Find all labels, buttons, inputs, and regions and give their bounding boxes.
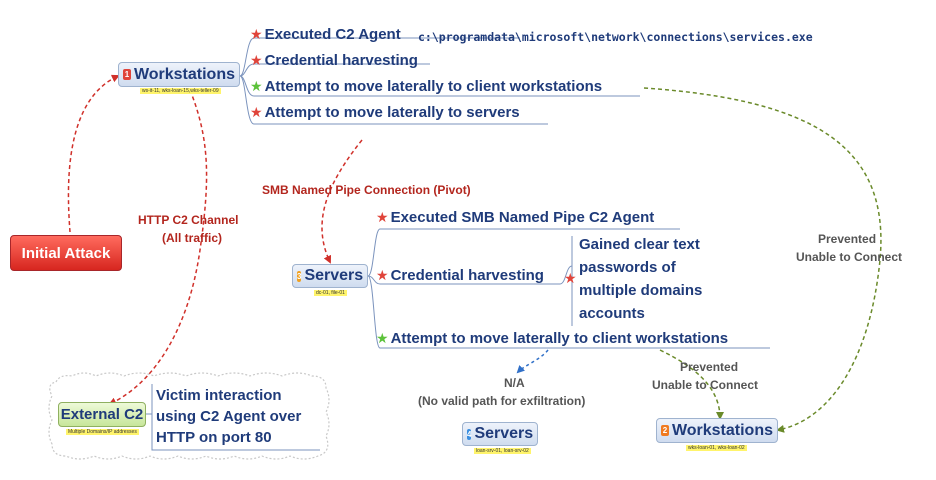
srv-item-credential-text: Credential harvesting — [390, 267, 544, 284]
red-star-icon: ★ — [250, 26, 263, 42]
servers-mid-label: Servers — [304, 267, 364, 284]
http-c2-label-1: HTTP C2 Channel — [138, 213, 239, 227]
external-c2-note: Victim interaction using C2 Agent over H… — [156, 385, 301, 448]
badge-3-icon: 3 — [297, 270, 302, 282]
ws-item-lateral-clients-text: Attempt to move laterally to client work… — [264, 78, 603, 95]
http-c2-label-2: (All traffic) — [162, 231, 222, 245]
gained-line-4: accounts — [579, 305, 645, 322]
c2-note-line-1: Victim interaction — [156, 387, 282, 404]
prevented-right-label-2: Unable to Connect — [796, 250, 903, 264]
initial-attack-label: Initial Attack — [21, 244, 111, 262]
green-star-icon: ★ — [376, 330, 389, 346]
badge-2-icon: 2 — [661, 425, 669, 436]
red-star-icon: ★ — [564, 270, 577, 286]
red-star-icon: ★ — [250, 104, 263, 120]
srv-item-executed-text: Executed SMB Named Pipe C2 Agent — [390, 209, 655, 226]
ws-item-executed-text: Executed C2 Agent — [264, 26, 401, 43]
workstations-bottom-node[interactable]: 2 Workstations — [656, 418, 778, 443]
srv-item-lateral-clients-text: Attempt to move laterally to client work… — [390, 330, 729, 347]
external-c2-cloud — [48, 372, 330, 460]
branch-workstations-top — [239, 37, 640, 125]
gained-credentials-note: Gained clear text passwords of multiple … — [579, 233, 702, 325]
na-label-1: N/A — [504, 376, 525, 390]
prevented-right-label-1: Prevented — [818, 232, 877, 246]
arrow-prevented-bottom — [659, 349, 724, 420]
prevented-bottom-label-1: Prevented — [680, 360, 739, 374]
red-star-icon: ★ — [376, 267, 389, 283]
arrow-na-servers — [516, 349, 549, 374]
green-star-icon: ★ — [250, 78, 263, 94]
red-star-icon: ★ — [250, 52, 263, 68]
badge-1-icon: 1 — [123, 69, 131, 80]
servers-bottom-tag: loan-srv-01, loan-srv-02 — [474, 448, 531, 454]
prevented-bottom-label-2: Unable to Connect — [652, 378, 759, 392]
workstations-top-node[interactable]: 1 Workstations — [118, 62, 240, 87]
servers-mid-tag: dc-01, file-01 — [314, 290, 347, 296]
c2-note-line-2: using C2 Agent over — [156, 408, 302, 425]
servers-bottom-node[interactable]: 4 Servers — [462, 422, 538, 446]
external-c2-node[interactable]: External C2 — [58, 402, 146, 427]
ws-item-lateral-servers-text: Attempt to move laterally to servers — [264, 104, 520, 121]
external-c2-connector — [146, 384, 320, 451]
ws-item-credential: ★ Credential harvesting — [250, 52, 418, 69]
external-c2-label: External C2 — [60, 406, 144, 423]
ws-item-lateral-servers: ★ Attempt to move laterally to servers — [250, 104, 520, 121]
c2-note-line-3: HTTP on port 80 — [156, 429, 272, 446]
initial-attack-node[interactable]: Initial Attack — [10, 235, 122, 271]
gained-line-1: Gained clear text — [579, 236, 700, 253]
ws-item-credential-text: Credential harvesting — [264, 52, 418, 69]
gained-line-2: passwords of — [579, 259, 676, 276]
ws-item-executed: ★ Executed C2 Agent — [250, 26, 401, 43]
arrow-workstations-to-servers — [321, 139, 363, 264]
servers-bottom-label: Servers — [474, 425, 534, 442]
srv-item-lateral-clients: ★ Attempt to move laterally to client wo… — [376, 330, 728, 347]
branch-servers-mid — [367, 228, 770, 349]
arrow-initial-to-workstations — [67, 74, 120, 233]
smb-pipe-label: SMB Named Pipe Connection (Pivot) — [262, 183, 471, 197]
servers-mid-node[interactable]: 3 Servers — [292, 264, 368, 288]
workstations-top-label: Workstations — [133, 65, 235, 83]
ws-item-lateral-clients: ★ Attempt to move laterally to client wo… — [250, 78, 602, 95]
arrow-workstations-to-external-c2 — [108, 89, 208, 406]
workstations-bottom-tag: wks-loan-01, wks-loan-02 — [686, 445, 747, 451]
workstations-bottom-label: Workstations — [671, 421, 773, 439]
external-c2-tag: Multiple Domains/IP addresses — [66, 429, 139, 435]
red-star-icon: ★ — [376, 209, 389, 225]
arrow-prevented-right — [643, 87, 882, 433]
gained-star: ★ — [564, 270, 579, 288]
gained-line-3: multiple domains — [579, 282, 703, 299]
srv-item-credential: ★ Credential harvesting — [376, 267, 544, 284]
badge-4-icon: 4 — [467, 428, 472, 440]
workstations-top-tag: ws-it-11, wks-loan-15,wks-teller-09 — [140, 88, 221, 94]
srv-item-executed: ★ Executed SMB Named Pipe C2 Agent — [376, 209, 654, 226]
agent-path: c:\programdata\microsoft\network\connect… — [418, 30, 813, 44]
na-label-2: (No valid path for exfiltration) — [418, 394, 586, 408]
